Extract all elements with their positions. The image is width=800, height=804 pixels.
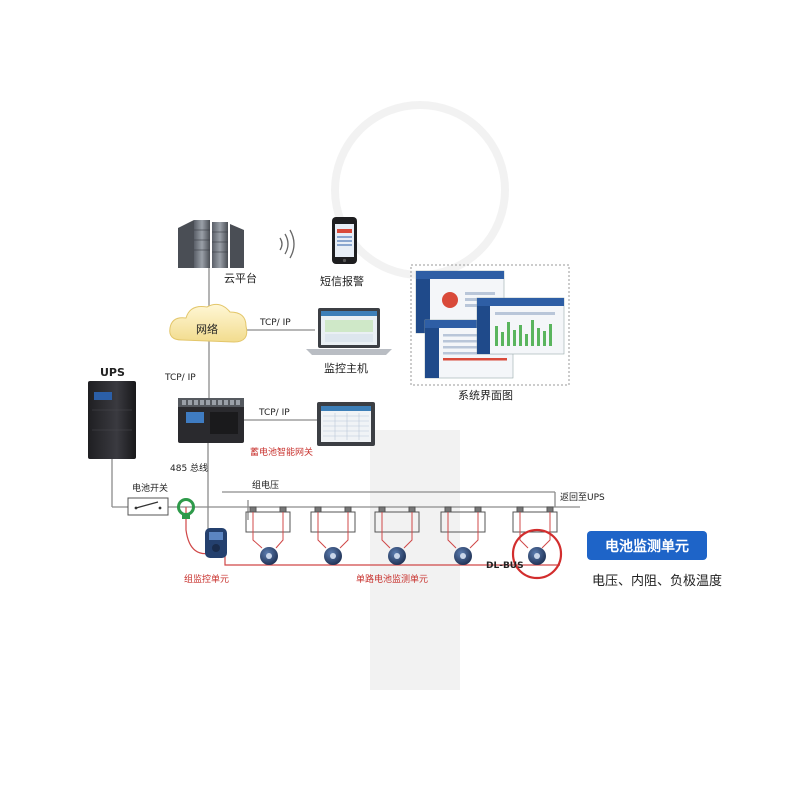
tcp-ip-label-3: TCP/ IP bbox=[259, 408, 290, 418]
highlight-ring bbox=[511, 528, 563, 580]
sensor-node-icon bbox=[388, 547, 406, 565]
ups-label: UPS bbox=[100, 366, 125, 379]
gateway-label: 蓄电池智能网关 bbox=[250, 448, 314, 458]
battery-icon bbox=[374, 506, 420, 533]
dl-bus-label: DL-BUS bbox=[486, 561, 524, 571]
system-ui-screens bbox=[410, 264, 570, 386]
unit-description: 电压、内阻、负极温度 bbox=[592, 574, 723, 589]
battery-string bbox=[245, 506, 563, 580]
return-ups-label: 返回至UPS bbox=[560, 493, 605, 503]
ups-cabinet-icon bbox=[88, 381, 136, 459]
sensor-node-icon bbox=[454, 547, 472, 565]
battery-switch-icon bbox=[127, 497, 169, 516]
bus-485-label: 485 总线 bbox=[170, 464, 209, 474]
touch-screen-icon bbox=[317, 402, 375, 446]
cloud-icon bbox=[169, 303, 248, 343]
group-monitor-unit-icon bbox=[205, 528, 227, 558]
ui-screen-3 bbox=[476, 297, 565, 355]
tcp-ip-label-1: TCP/ IP bbox=[260, 318, 291, 328]
network-label: 网络 bbox=[196, 323, 218, 336]
system-ui-label: 系统界面图 bbox=[458, 389, 513, 402]
group-monitor-unit-label: 组监控单元 bbox=[184, 575, 230, 585]
battery-icon bbox=[310, 506, 356, 533]
sms-alarm-label: 短信报警 bbox=[320, 275, 364, 288]
gateway-device-icon bbox=[178, 398, 244, 443]
wireless-signal-icon bbox=[279, 229, 295, 259]
battery-monitor-unit-badge: 电池监测单元 bbox=[587, 531, 707, 560]
tcp-ip-label-2: TCP/ IP bbox=[165, 373, 196, 383]
cloud-platform-label: 云平台 bbox=[224, 272, 257, 285]
sensor-node-icon bbox=[260, 547, 278, 565]
monitor-host-label: 监控主机 bbox=[324, 362, 368, 375]
group-voltage-label: 组电压 bbox=[252, 481, 280, 491]
probe-wires bbox=[252, 512, 551, 549]
sensor-node-icon bbox=[324, 547, 342, 565]
single-monitor-unit-label: 单路电池监测单元 bbox=[356, 575, 429, 585]
battery-switch-label: 电池开关 bbox=[132, 484, 169, 494]
server-rack-icon bbox=[178, 220, 244, 268]
sensor-node-icon-highlighted bbox=[511, 528, 563, 580]
current-sensor-icon bbox=[177, 498, 195, 519]
laptop-icon bbox=[306, 308, 392, 355]
smartphone-icon bbox=[332, 217, 357, 264]
